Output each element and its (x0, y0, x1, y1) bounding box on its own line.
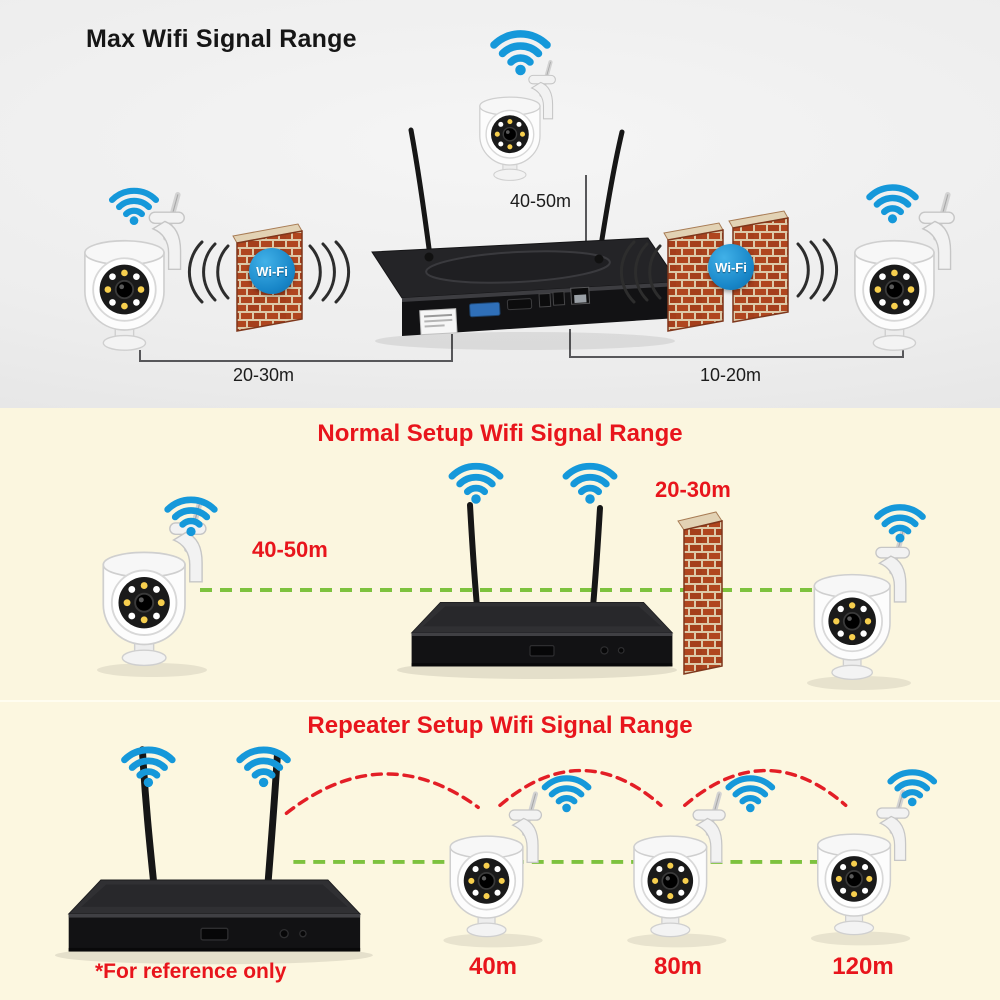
distance-label-left: 20-30m (233, 365, 295, 385)
wifi-badge: Wi-Fi (249, 248, 295, 294)
section-max-range: Max Wifi Signal Range 40-50m 20-30m 10-2… (0, 0, 1000, 408)
red-hop-arc (284, 768, 848, 815)
usb-port (538, 292, 552, 308)
distance-label: 20-30m (655, 477, 731, 502)
wifi-signal-icon (452, 466, 500, 503)
nvr-antenna (138, 746, 281, 893)
wifi-signal-icon (869, 188, 915, 224)
brick-wall (663, 210, 789, 332)
brick-wall (677, 511, 723, 675)
distance-label-top: 40-50m (510, 191, 572, 211)
camera-distance-label: 40m (468, 953, 518, 980)
ptz-camera (480, 62, 556, 180)
ptz-camera (814, 531, 909, 680)
camera-shadow (97, 663, 207, 677)
connector-line (139, 175, 904, 362)
normal-setup-diagram (97, 408, 1000, 690)
hdmi-port (506, 298, 533, 311)
nvr-recorder (411, 601, 674, 668)
ptz-camera (855, 195, 954, 350)
camera-distance-label: 120m (832, 953, 894, 980)
signal-waves-icon (187, 238, 839, 304)
section-title: Repeater Setup Wifi Signal Range (307, 712, 693, 739)
wifi-badge: Wi-Fi (708, 244, 754, 290)
section-title: Normal Setup Wifi Signal Range (317, 420, 683, 447)
ptz-camera (818, 792, 909, 935)
ptz-camera (634, 794, 725, 937)
reference-footnote: *For reference only (95, 960, 287, 983)
wifi-signal-icon (124, 750, 172, 787)
camera-distance-label: 80m (653, 953, 703, 980)
nvr-ports (419, 286, 591, 336)
wifi-signal-icon (545, 778, 589, 812)
section-title: Max Wifi Signal Range (86, 25, 357, 53)
section-repeater-setup: Repeater Setup Wifi Signal Range 40m 80m… (0, 700, 1000, 1000)
vga-port (469, 301, 501, 318)
usb-port (552, 291, 566, 306)
nvr-recorder (68, 879, 361, 953)
ptz-camera (450, 794, 541, 937)
camera-shadow (807, 676, 911, 690)
wifi-signal-icon (890, 772, 934, 806)
nvr-shadow (375, 332, 675, 350)
camera-shadow (627, 933, 727, 948)
section-normal-setup: Normal Setup Wifi Signal Range 40-50m 20… (0, 408, 1000, 700)
camera-shadow (810, 931, 911, 946)
distance-label: 40-50m (252, 537, 328, 562)
wifi-signal-icon (494, 34, 547, 75)
nvr-recorder (371, 237, 679, 336)
repeater-setup-diagram (54, 746, 1000, 965)
wifi-signal-icon (240, 750, 288, 787)
wifi-signal-icon (877, 507, 922, 542)
max-range-diagram (0, 0, 1000, 362)
nvr-antenna (467, 502, 603, 621)
camera-shadow (443, 933, 543, 948)
distance-label-right: 10-20m (700, 365, 762, 385)
wifi-signal-icon (566, 466, 614, 503)
wifi-signal-icon (729, 778, 773, 812)
